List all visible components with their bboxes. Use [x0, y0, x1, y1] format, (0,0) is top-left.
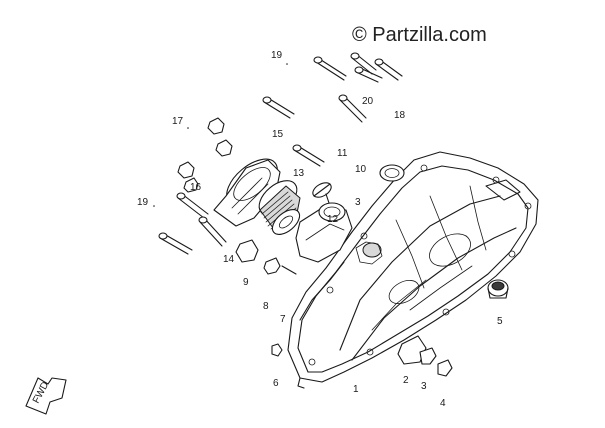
callout-7: 7 [280, 314, 286, 325]
callout-12: 12 [327, 214, 339, 225]
oil-strainer-housing[interactable] [295, 207, 383, 265]
drain-plug-group[interactable] [397, 335, 453, 377]
callout-20: 20 [362, 96, 374, 107]
callout-14: 14 [223, 254, 235, 265]
callout-16: 16 [190, 182, 202, 193]
callout-10: 10 [355, 164, 367, 175]
callout-2: 2 [403, 375, 409, 386]
callout-4: 4 [440, 398, 446, 409]
callout-3a: 3 [355, 197, 361, 208]
callout-17: 17 [172, 116, 184, 127]
callout-3b: 3 [421, 381, 427, 392]
callout-19b: 19 [137, 197, 149, 208]
crankcase-cover[interactable] [287, 151, 539, 389]
leader-dots [153, 63, 288, 207]
callout-11: 11 [337, 148, 348, 159]
nut-group[interactable] [177, 117, 233, 193]
callout-labels: 19 20 18 17 15 11 13 10 16 19 12 3 14 9 … [137, 50, 503, 409]
fwd-arrow: FWD [25, 377, 67, 415]
callout-13: 13 [293, 168, 305, 179]
callout-5: 5 [497, 316, 503, 327]
bolt-group[interactable] [158, 52, 403, 255]
callout-18: 18 [394, 110, 406, 121]
callout-1: 1 [353, 384, 359, 395]
o-ring[interactable] [318, 202, 346, 222]
oil-filter-cover[interactable] [213, 150, 285, 227]
callout-15: 15 [272, 129, 284, 140]
callout-8: 8 [263, 301, 269, 312]
oil-filter-element[interactable] [253, 174, 304, 239]
watermark: © Partzilla.com [352, 24, 487, 46]
callout-19: 19 [271, 50, 283, 61]
bushing-group[interactable] [235, 239, 297, 357]
seal-bushing[interactable] [487, 279, 509, 299]
callout-9: 9 [243, 277, 249, 288]
callout-6: 6 [273, 378, 279, 389]
